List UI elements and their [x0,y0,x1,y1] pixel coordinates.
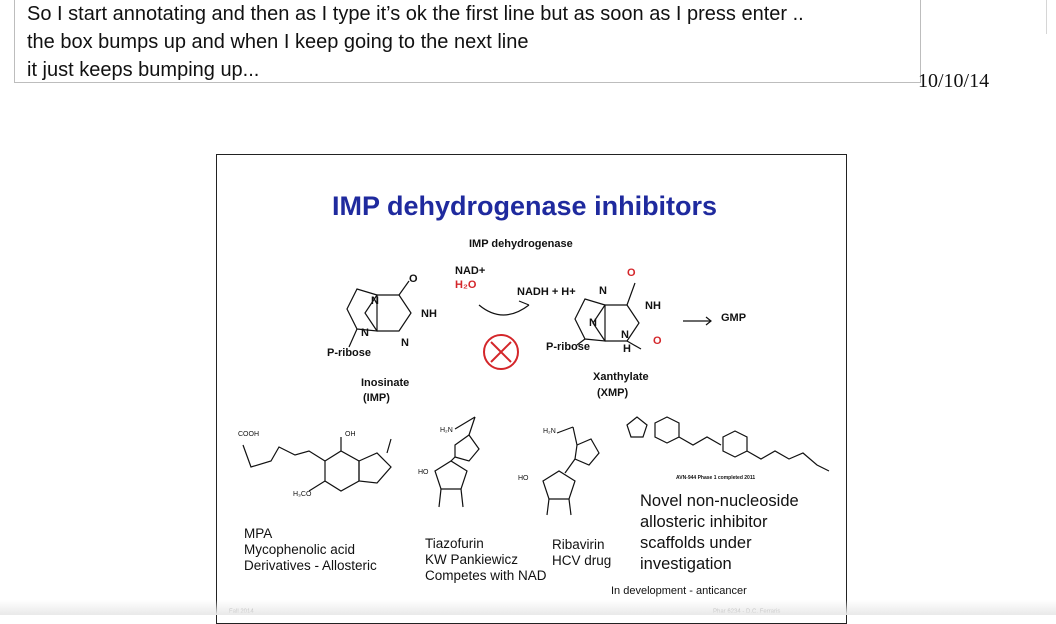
tiazofurin-caption-3: Competes with NAD [425,568,547,583]
slide-footer-right: Phar 6234 - D.C. Ferraris [713,609,781,615]
annotation-box[interactable]: So I start annotating and then as I type… [14,0,921,83]
cofactor-curve [478,304,530,316]
xmp-atom-o2: O [653,335,662,347]
inhibition-symbol [483,334,519,370]
mpa-cooh: COOH [238,431,259,438]
slide-footer-left: Fall 2014 [229,609,254,615]
mpa-caption-1: MPA [244,526,273,541]
ribavirin-caption-2: HCV drug [552,553,612,568]
ribavirin-triazole [574,438,600,466]
tiazofurin-h2n: H₂N [440,427,453,434]
mpa-caption-3: Derivatives - Allosteric [244,558,377,573]
xmp-ribose-bond [576,338,586,346]
xmp-atom-h: H [623,343,631,355]
xmp-ring-5 [574,298,606,342]
slide-image: IMP dehydrogenase inhibitors IMP dehydro… [216,154,847,624]
mpa-chain [242,444,326,468]
xmp-ribose: P-ribose [546,341,591,353]
mpa-h3co: H₃CO [293,491,312,498]
imp-ring-5 [346,288,378,332]
imp-atom-o: O [409,273,418,285]
imp-atom-n3: N [401,337,409,349]
water-label: H₂O [455,279,477,291]
novel-oxazole [626,416,648,438]
tiazofurin-caption-1: Tiazofurin [425,536,484,551]
xmp-carbonyl [626,282,636,306]
slide-title: IMP dehydrogenase inhibitors [332,191,718,221]
cofactor-in: NAD+ [455,265,486,277]
novel-caption-2: allosteric inhibitor [640,513,768,531]
tiazofurin-caption-2: KW Pankiewicz [425,552,519,567]
mpa-lactone [358,452,392,484]
mpa-caption-2: Mycophenolic acid [244,542,356,557]
window-edge [1046,0,1056,34]
novel-tail [746,450,830,472]
imp-ribose-bond [348,328,358,348]
enzyme-label: IMP dehydrogenase [469,238,573,250]
slide-structures-svg [242,280,830,516]
xmp-atom-n3: N [621,329,629,341]
xmp-atom-o1: O [627,267,636,279]
annotation-line-1: So I start annotating and then as I type… [27,3,804,25]
novel-linker [678,436,722,446]
imp-abbrev: (IMP) [363,392,390,404]
novel-caption-4: investigation [640,555,732,573]
page-date: 10/10/14 [918,70,990,92]
novel-caption-1: Novel non-nucleoside [640,492,799,510]
imp-ribose: P-ribose [327,347,372,359]
mpa-oh: OH [345,431,356,438]
imp-carbonyl [398,280,410,296]
annotation-line-3: it just keeps bumping up... [27,59,260,81]
ribavirin-ho: HO [518,475,529,482]
imp-atom-nh: NH [421,308,437,320]
xmp-ring-6 [592,304,640,342]
annotation-line-2: the box bumps up and when I keep going t… [27,31,529,53]
imp-atom-n1: N [371,295,379,307]
xmp-abbrev: (XMP) [597,387,629,399]
novel-caption-3: scaffolds under [640,534,752,552]
mpa-ring [324,450,360,492]
in-development: In development - anticancer [611,585,747,597]
tiazofurin-ho: HO [418,469,429,476]
novel-ring-2 [722,430,748,458]
novel-ring-1 [654,416,680,444]
xmp-atom-n2: N [589,317,597,329]
cofactor-out: NADH + H+ [517,286,576,298]
avn-note: AVN-944 Phase 1 completed 2011 [676,475,756,481]
gmp-label: GMP [721,312,747,324]
imp-name: Inosinate [361,377,410,389]
tiazofurin-thiazole [454,434,480,462]
tiazofurin-ribose [434,460,468,490]
ribavirin-caption-1: Ribavirin [552,537,605,552]
xmp-atom-nh: NH [645,300,661,312]
ribavirin-h2n: H₂N [543,428,556,435]
imp-atom-n2: N [361,327,369,339]
xmp-oxo [626,340,642,350]
xmp-atom-n1: N [599,285,607,297]
xmp-name: Xanthylate [593,371,649,383]
ribavirin-ribose [542,470,576,500]
